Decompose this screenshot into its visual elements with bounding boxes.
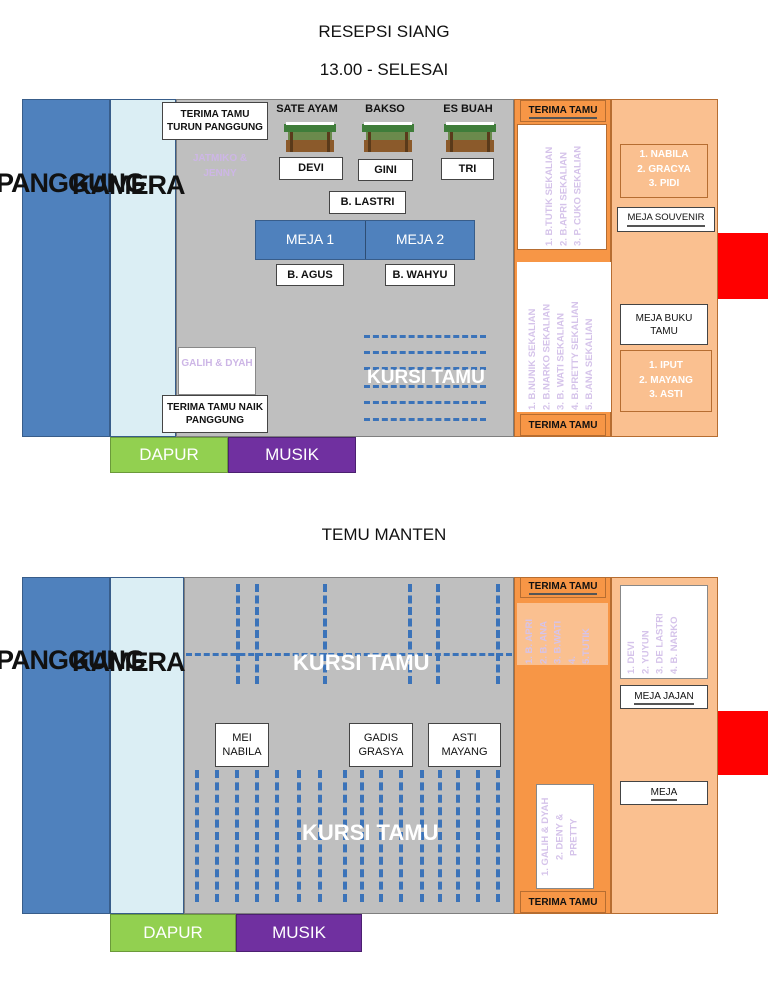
guest-book-names-box [620, 350, 712, 412]
music-area: MUSIK [228, 437, 356, 473]
seat-column [323, 584, 327, 684]
welcome-step-up: TERIMA TAMU NAIK PANGGUNG [162, 395, 268, 433]
section1-time: 13.00 - SELESAI [319, 60, 449, 79]
souvenir-names-box [620, 144, 708, 198]
table-2-label: MEJA 2 [395, 231, 445, 247]
music-area: MUSIK [236, 914, 362, 952]
camera-area [110, 99, 176, 437]
souvenir-table: MEJA SOUVENIR [617, 207, 715, 232]
seat-row [364, 367, 486, 370]
reception-inner [517, 262, 611, 412]
reception-bottom-label: TERIMA TAMU [520, 891, 606, 913]
seat-column [255, 770, 259, 902]
food-stall-icon [362, 122, 414, 152]
food-stall-icon [444, 122, 496, 152]
guest-book-table: MEJA BUKU TAMU [620, 304, 708, 345]
galih-box [178, 347, 256, 395]
kitchen-area: DAPUR [110, 914, 236, 952]
seat-column [496, 770, 500, 902]
seat-row [364, 335, 486, 338]
seat-column [456, 770, 460, 902]
seat-column [275, 770, 279, 902]
red-marker [718, 233, 768, 299]
stage-area [22, 577, 110, 914]
souvenir-column [611, 99, 718, 437]
welcome-step-down: TERIMA TAMU TURUN PANGGUNG [162, 102, 268, 140]
stall-label-bakso: BAKSO [365, 103, 405, 115]
seat-column [496, 584, 500, 684]
stall-label-sate: SATE AYAM [276, 103, 338, 115]
camera-label: KAMERA [72, 170, 185, 200]
seat-row [364, 351, 486, 354]
seat-column [399, 770, 403, 902]
reception-inner-top [517, 124, 607, 250]
seat-column [476, 770, 480, 902]
snack-names-box [620, 585, 708, 679]
seat-column [236, 584, 240, 684]
section1-title: RESEPSI SIANG [318, 22, 450, 41]
reception-top-label: TERIMA TAMU [520, 577, 606, 598]
seat-column [420, 770, 424, 902]
seat-column [255, 584, 259, 684]
stall-person-tri: TRI [441, 158, 494, 180]
side-table: MEJA [620, 781, 708, 805]
stall-person-devi: DEVI [279, 157, 343, 180]
seat-column [360, 770, 364, 902]
camera-label: KAMERA [72, 647, 185, 677]
seat-column [343, 770, 347, 902]
seat-column [235, 770, 239, 902]
seat-column [379, 770, 383, 902]
kitchen-area: DAPUR [110, 437, 228, 473]
jatmiko-label: JATMIKO & JENNY [192, 153, 248, 179]
seat-row [186, 653, 512, 656]
seat-column [318, 770, 322, 902]
galih-label: GALIH & DYAH [181, 358, 253, 369]
seat-column [408, 584, 412, 684]
table-1-label: MEJA 1 [285, 231, 335, 247]
reception-top-label: TERIMA TAMU [520, 100, 606, 122]
person-agus: B. AGUS [276, 264, 344, 286]
seat-row [364, 385, 486, 388]
seat-column [436, 584, 440, 684]
section2-title: TEMU MANTEN [321, 525, 447, 544]
reception-bottom-label: TERIMA TAMU [520, 414, 606, 436]
reception-list-box [517, 603, 608, 665]
seat-row [364, 401, 486, 404]
person-lastri: B. LASTRI [329, 191, 406, 214]
reception-bottom-box [536, 784, 594, 889]
stage-label: PANGGUNG [0, 168, 146, 198]
seat-column [195, 770, 199, 902]
guest-seats-label-bottom: KURSI TAMU [302, 820, 439, 845]
stall-label-esbuah: ES BUAH [443, 103, 493, 115]
seat-column [297, 770, 301, 902]
guest-seats-label: KURSI TAMU [367, 367, 485, 388]
seat-column [215, 770, 219, 902]
guest-seats-label-top: KURSI TAMU [293, 650, 430, 675]
food-stall-icon [284, 122, 336, 152]
stage-label: PANGGUNG [0, 645, 146, 675]
camera-area [110, 577, 184, 914]
snack-table: MEJA JAJAN [620, 685, 708, 709]
red-marker [718, 711, 768, 775]
stall-person-gini: GINI [358, 159, 413, 181]
person-wahyu: B. WAHYU [385, 264, 455, 286]
stage-area [22, 99, 110, 437]
seat-column [438, 770, 442, 902]
main-table [255, 220, 475, 260]
seat-row [364, 418, 486, 421]
